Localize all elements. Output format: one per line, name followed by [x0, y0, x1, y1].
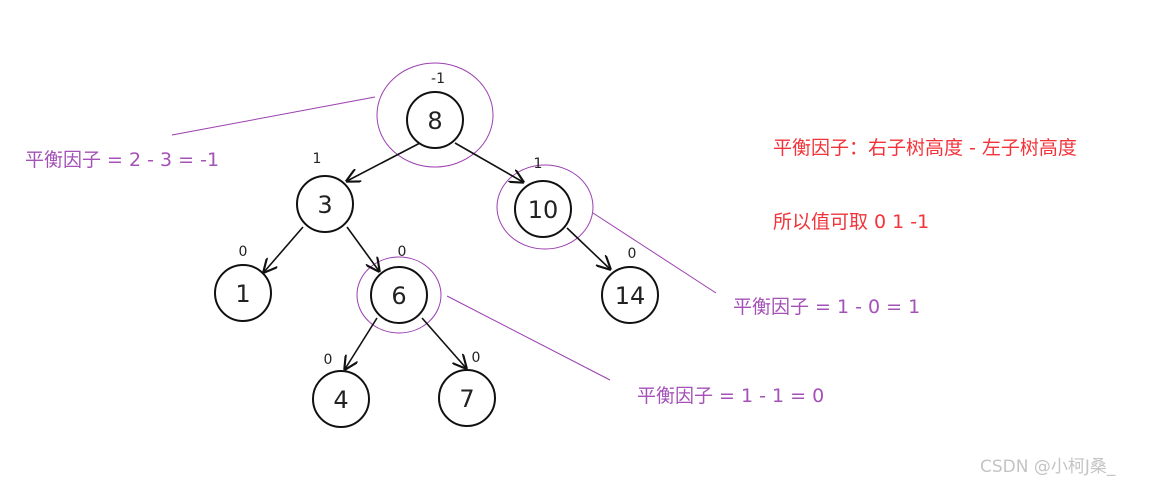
edge-8-3 — [347, 142, 421, 181]
balance-factor-label: 1 — [534, 156, 543, 172]
edge-3-1 — [264, 226, 304, 272]
balance-factor-definition: 平衡因子：右子树高度 - 左子树高度 — [773, 137, 1077, 159]
tree-node: 14 0 — [601, 246, 659, 324]
tree-node: 8 -1 — [406, 71, 464, 149]
highlight-ring-node-6 — [356, 256, 442, 334]
balance-factor-label: 0 — [628, 246, 637, 262]
edge-10-14 — [566, 227, 610, 269]
node-value: 10 — [528, 196, 559, 224]
leader-line-node-8 — [171, 96, 376, 136]
highlight-ring-node-8 — [376, 62, 494, 168]
tree-node: 6 0 — [370, 244, 428, 324]
node-value: 14 — [615, 282, 646, 310]
tree-node: 10 1 — [514, 156, 572, 238]
node-value: 3 — [317, 191, 332, 219]
node10-balance-factor-note: 平衡因子 = 1 - 0 = 1 — [733, 296, 921, 318]
edge-6-4 — [345, 317, 378, 369]
edge-3-6 — [346, 226, 379, 271]
balance-factor-label: -1 — [431, 71, 445, 87]
tree-node: 4 0 — [312, 352, 370, 428]
node-value: 4 — [333, 386, 348, 414]
balance-factor-label: 0 — [239, 244, 248, 260]
node-value: 8 — [427, 107, 442, 135]
root-balance-factor-note: 平衡因子 = 2 - 3 = -1 — [25, 149, 220, 171]
edge-8-10 — [454, 142, 523, 182]
tree-node: 1 0 — [214, 244, 272, 322]
node-value: 7 — [459, 385, 474, 413]
node6-balance-factor-note: 平衡因子 = 1 - 1 = 0 — [637, 385, 825, 407]
node-value: 1 — [235, 280, 250, 308]
leader-line-node-10 — [592, 212, 717, 294]
balance-factor-label: 0 — [324, 352, 333, 368]
leader-line-node-6 — [446, 295, 611, 381]
tree-node: 3 1 — [296, 151, 354, 233]
tree-node: 7 0 — [438, 350, 496, 427]
watermark: CSDN @小柯J桑_ — [980, 457, 1116, 477]
allowed-values-note: 所以值可取 0 1 -1 — [773, 211, 930, 233]
balance-factor-label: 1 — [313, 151, 322, 167]
node-value: 6 — [391, 282, 406, 310]
balance-factor-label: 0 — [472, 350, 481, 366]
edge-6-7 — [421, 317, 466, 368]
balance-factor-label: 0 — [398, 244, 407, 260]
highlight-ring-node-10 — [496, 164, 594, 250]
